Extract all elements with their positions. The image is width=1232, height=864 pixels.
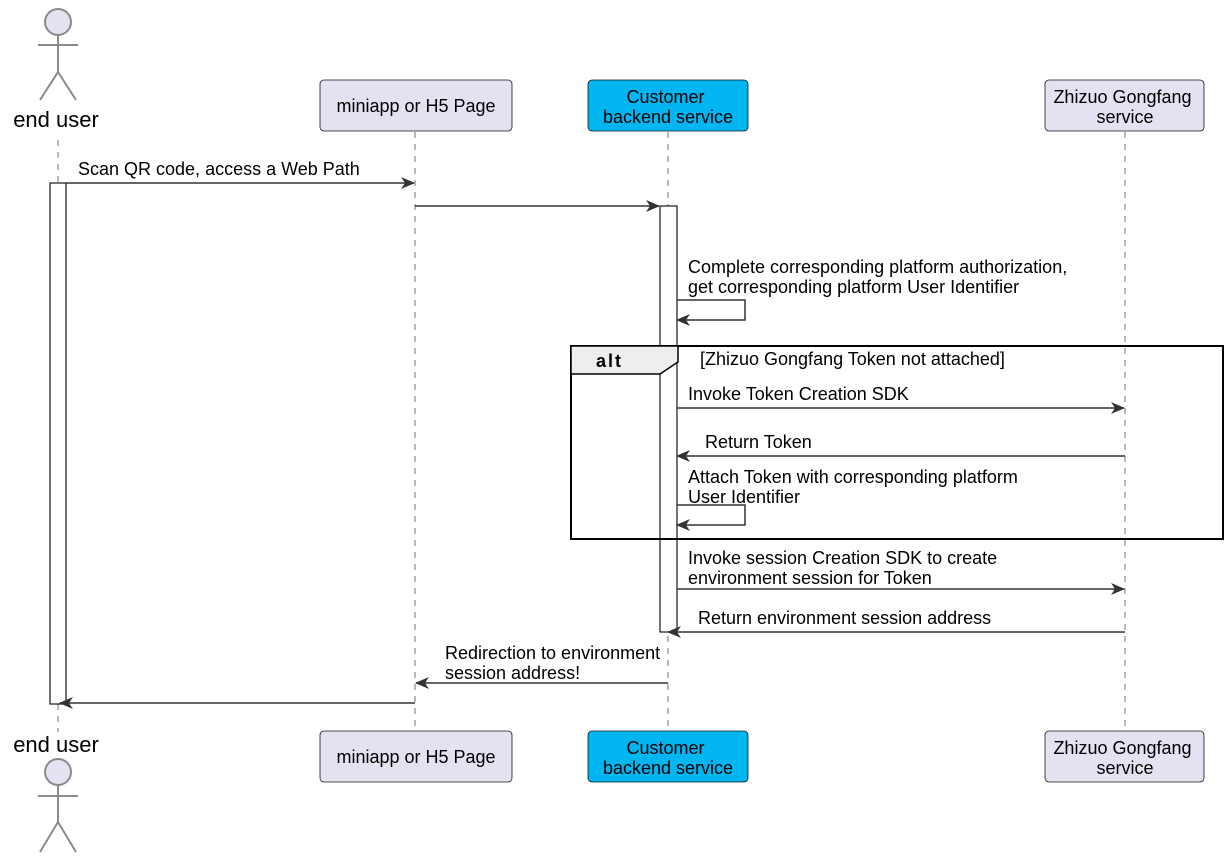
msg-invoke-session-sdk: Invoke session Creation SDK to create en… — [688, 548, 1002, 588]
activation-bar-end-user — [49, 182, 67, 705]
participant-zhizuo-top: Zhizuo Gongfang service — [1044, 79, 1205, 132]
alt-fragment: alt [Zhizuo Gongfang Token not attached] — [570, 345, 1224, 540]
participant-box — [587, 79, 749, 132]
participant-box — [1044, 730, 1205, 783]
participant-zhizuo-bottom: Zhizuo Gongfang service — [1044, 730, 1205, 783]
participant-box — [319, 79, 513, 132]
msg-return-session-address: Return environment session address — [698, 608, 991, 628]
participant-backend-bottom: Customer backend service — [587, 730, 749, 783]
actor-end-user-top: end user — [13, 8, 99, 132]
actor-end-user-bottom: end user — [13, 732, 99, 853]
alt-condition: [Zhizuo Gongfang Token not attached] — [700, 349, 1005, 369]
activation-bar-backend — [659, 205, 678, 633]
msg-invoke-token-sdk: Invoke Token Creation SDK — [688, 384, 909, 404]
stick-figure-icon — [38, 758, 78, 853]
participant-miniapp-top: miniapp or H5 Page — [319, 79, 513, 132]
participant-backend-top: Customer backend service — [587, 79, 749, 132]
msg-authorization: Complete corresponding platform authoriz… — [688, 257, 1072, 297]
participant-label: Customer backend service — [603, 87, 733, 127]
stick-figure-icon — [38, 8, 78, 101]
participant-box — [587, 730, 749, 783]
arrow-self-attach-token — [676, 504, 746, 531]
participant-label: Zhizuo Gongfang service — [1053, 87, 1196, 127]
msg-return-token: Return Token — [705, 432, 812, 452]
alt-keyword: alt — [596, 351, 623, 371]
participant-box — [1044, 79, 1205, 132]
msg-redirection: Redirection to environment session addre… — [445, 643, 665, 683]
alt-frame — [570, 345, 1224, 540]
msg-scan-qr: Scan QR code, access a Web Path — [78, 159, 360, 179]
alt-tab — [570, 345, 679, 375]
msg-attach-token: Attach Token with corresponding platform… — [688, 467, 1023, 507]
participant-box — [319, 730, 513, 783]
participant-label: Zhizuo Gongfang service — [1053, 738, 1196, 778]
arrow-self-authorization — [676, 299, 746, 326]
actor-label: end user — [13, 732, 99, 757]
participant-label: miniapp or H5 Page — [336, 96, 495, 116]
participant-label: miniapp or H5 Page — [336, 747, 495, 767]
participant-miniapp-bottom: miniapp or H5 Page — [319, 730, 513, 783]
participant-label: Customer backend service — [603, 738, 733, 778]
actor-label: end user — [13, 107, 99, 132]
